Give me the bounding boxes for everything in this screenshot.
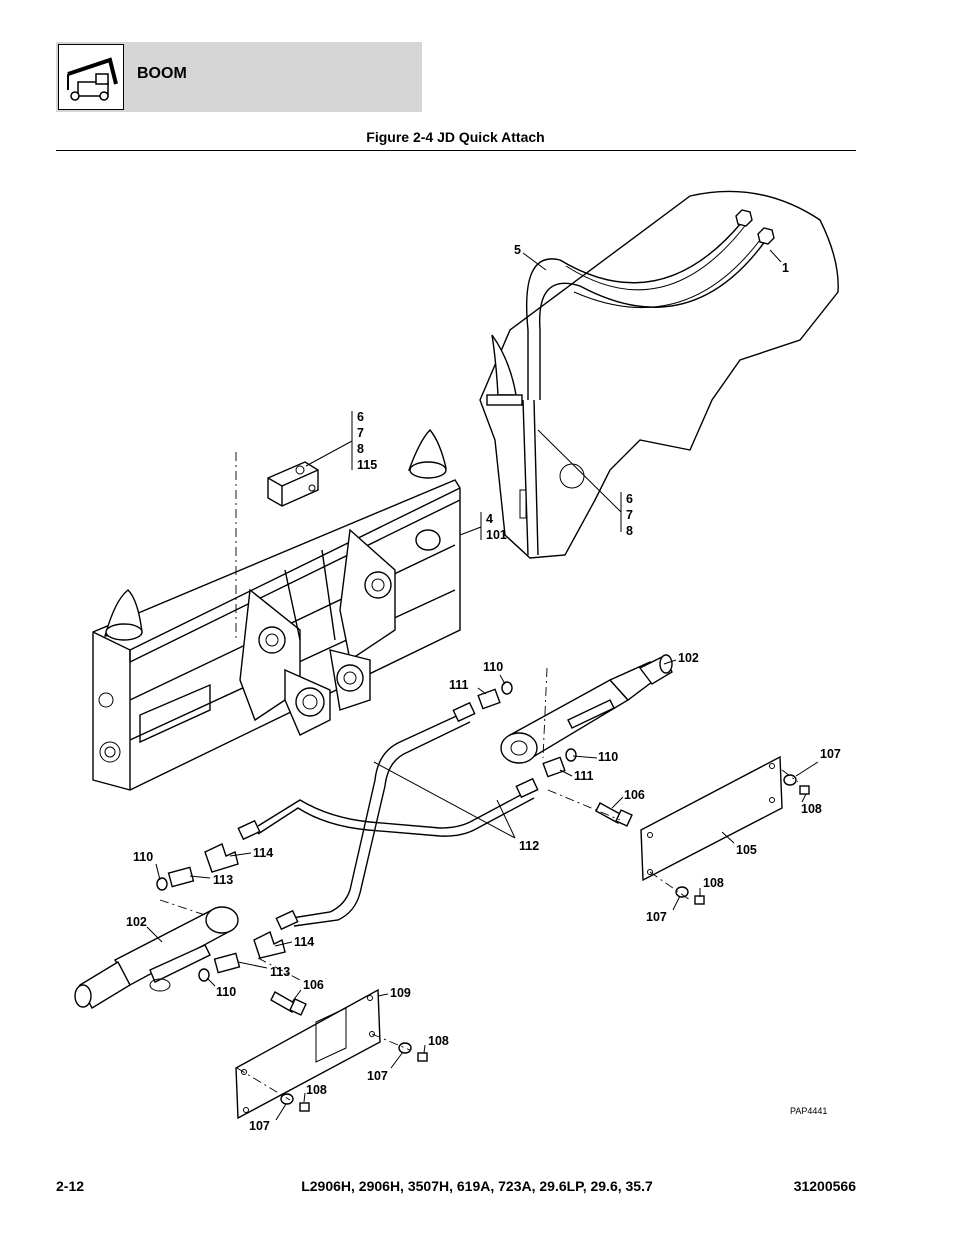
callout-113-b: 113	[270, 965, 290, 979]
alignment-lines	[159, 667, 799, 1101]
page-number: 2-12	[56, 1178, 85, 1194]
callout-105: 105	[736, 843, 757, 857]
callout-group2-a: 4	[486, 512, 493, 526]
section-title: BOOM	[137, 65, 187, 82]
callout-group1-d: 115	[357, 458, 377, 472]
callout-110-d: 110	[216, 985, 236, 999]
callout-106-b: 106	[303, 978, 324, 992]
hose-clamp	[267, 461, 319, 507]
cylinder-right	[500, 654, 673, 764]
callout-114-b: 114	[294, 935, 314, 949]
fittings	[156, 681, 577, 982]
quick-attach-frame	[92, 428, 461, 791]
callout-107-c: 107	[367, 1069, 388, 1083]
callout-group2-b: 101	[486, 528, 507, 542]
boom-arm	[479, 190, 839, 559]
callout-group3-b: 7	[626, 508, 633, 522]
callout-110-a: 110	[483, 660, 503, 674]
callout-102-right: 102	[678, 651, 699, 665]
callout-102-left: 102	[126, 915, 147, 929]
header-rule	[56, 150, 856, 151]
figure-title: Figure 2-4 JD Quick Attach	[366, 129, 545, 145]
callout-5: 5	[514, 243, 521, 257]
figure-reference: PAP4441	[790, 1106, 827, 1116]
callout-114-a: 114	[253, 846, 273, 860]
callout-labels: 1 5 6 7 8 115 4 101 6 7 8 102 110 111 11…	[126, 243, 841, 1133]
callout-110-b: 110	[598, 750, 618, 764]
callout-1: 1	[782, 261, 789, 275]
callout-108-d: 108	[306, 1083, 327, 1097]
callout-group1-a: 6	[357, 410, 364, 424]
callout-group3-a: 6	[626, 492, 633, 506]
callout-111-a: 111	[449, 678, 469, 692]
callout-110-c: 110	[133, 850, 153, 864]
cylinder-left	[74, 906, 239, 1009]
callout-group1-c: 8	[357, 442, 364, 456]
plate-105	[640, 755, 783, 882]
document-number: 31200566	[793, 1178, 856, 1194]
callout-111-b: 111	[574, 769, 594, 783]
callout-112: 112	[519, 839, 539, 853]
callout-group1-b: 7	[357, 426, 364, 440]
model-list: L2906H, 2906H, 3507H, 619A, 723A, 29.6LP…	[301, 1178, 653, 1194]
callout-108-c: 108	[428, 1034, 449, 1048]
callout-108-b: 108	[703, 876, 724, 890]
callout-107-a: 107	[820, 747, 841, 761]
callout-113-a: 113	[213, 873, 233, 887]
callout-109: 109	[390, 986, 411, 1000]
callout-106-a: 106	[624, 788, 645, 802]
telehandler-boom-icon	[58, 44, 124, 110]
plate-109	[235, 988, 381, 1120]
leader-lines	[146, 249, 819, 1121]
washers-and-screws	[280, 774, 810, 1112]
bolts	[270, 802, 633, 1016]
callout-108-a: 108	[801, 802, 822, 816]
hose-assembly	[525, 209, 775, 400]
callout-107-b: 107	[646, 910, 667, 924]
hydraulic-tubes	[237, 701, 539, 931]
callout-107-d: 107	[249, 1119, 270, 1133]
callout-group3-c: 8	[626, 524, 633, 538]
